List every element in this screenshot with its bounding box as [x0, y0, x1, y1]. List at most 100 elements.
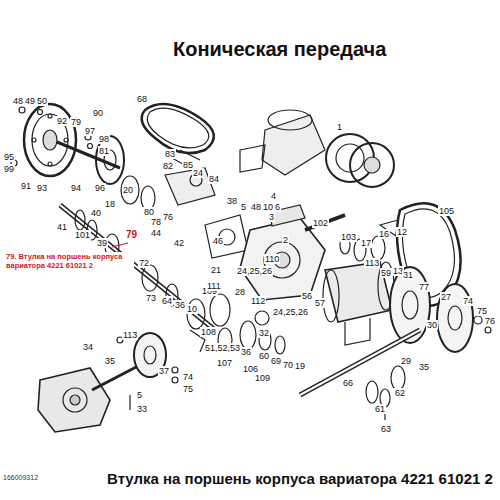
- callout-number: 35: [104, 356, 116, 366]
- callout-number: 37: [158, 366, 170, 376]
- callout-number: 28: [234, 287, 246, 297]
- callout-number: 64: [161, 296, 173, 306]
- callout-number: 10: [186, 304, 198, 314]
- callout-number: 66: [342, 378, 354, 388]
- callout-number: 77: [418, 282, 430, 292]
- callout-number: 97: [84, 126, 96, 136]
- callout-number: 41: [56, 222, 68, 232]
- callout-number: 83: [164, 149, 176, 159]
- callout-number: 84: [208, 174, 220, 184]
- callout-number: 91: [20, 181, 32, 191]
- callout-number: 46: [212, 236, 224, 246]
- catalog-code: 166009312: [3, 474, 38, 481]
- callout-number: 76: [484, 316, 496, 326]
- callout-number: 75: [476, 306, 488, 316]
- callout-number: 92: [56, 116, 68, 126]
- callout-number: 57: [314, 298, 326, 308]
- callout-number: 18: [104, 199, 116, 209]
- callout-number: 60: [258, 351, 270, 361]
- callout-number: 20: [122, 185, 134, 195]
- callout-number: 3: [268, 212, 275, 222]
- callout-number: 107: [216, 358, 233, 368]
- callout-number: 74: [462, 296, 474, 306]
- callout-number: 69: [270, 356, 282, 366]
- callout-number: 48: [250, 202, 262, 212]
- callout-number: 63: [380, 424, 392, 434]
- callout-number: 109: [254, 373, 271, 383]
- callout-number: 30: [426, 320, 438, 330]
- callout-number: 36: [174, 300, 186, 310]
- callout-number: 24,25,26: [236, 266, 273, 276]
- callout-number: 16: [378, 229, 390, 239]
- callout-number: 81: [98, 146, 110, 156]
- callout-number: 113: [122, 330, 138, 340]
- callout-number: 6: [274, 202, 281, 212]
- callout-number: 35: [418, 362, 430, 372]
- callout-number: 36: [240, 347, 252, 357]
- callout-number: 49: [24, 96, 36, 106]
- callout-number: 5: [240, 202, 247, 212]
- callout-number: 74: [182, 372, 194, 382]
- callout-number: 93: [36, 183, 48, 193]
- callout-number: 103: [340, 232, 357, 242]
- callout-number: 94: [70, 183, 82, 193]
- callout-number: 80: [143, 207, 155, 217]
- callout-number: 48: [12, 96, 24, 106]
- diagram-caption: Втулка на поршень корпуса вариатора 4221…: [107, 470, 493, 487]
- callout-number: 2: [282, 235, 289, 245]
- callout-number: 59: [380, 268, 392, 278]
- callout-number: 95: [3, 152, 15, 162]
- callout-number: 112: [250, 296, 266, 306]
- callout-number: 10: [262, 202, 274, 212]
- callout-number: 32: [258, 328, 270, 338]
- callout-number: 111: [206, 281, 222, 291]
- callout-number: 101: [74, 230, 91, 240]
- callout-number: 31: [402, 270, 414, 280]
- callout-note: 79. Втулка на поршень корпуса вариатора …: [6, 252, 134, 270]
- callout-number: 24,25,26: [272, 307, 309, 317]
- callout-number: 27: [440, 292, 452, 302]
- callout-number: 75: [182, 384, 194, 394]
- callout-number: 56: [301, 291, 313, 301]
- callout-number: 96: [94, 183, 106, 193]
- callout-number: 4: [270, 191, 277, 201]
- callout-number: 39: [96, 238, 108, 248]
- callout-number: 102: [312, 218, 329, 228]
- callout-number: 51,52,53: [204, 343, 241, 353]
- callout-number: 42: [173, 238, 185, 248]
- callout-number: 113: [364, 258, 380, 268]
- callout-number: 19: [294, 361, 306, 371]
- callout-number: 99: [3, 164, 15, 174]
- callout-number: 17: [360, 238, 372, 248]
- callout-number: 50: [36, 96, 48, 106]
- callout-number: 24: [192, 168, 204, 178]
- callout-number: 108: [200, 327, 217, 337]
- callout-number: 33: [136, 404, 148, 414]
- callout-number: 76: [162, 212, 174, 222]
- callout-number: 98: [98, 134, 110, 144]
- callout-number: 29: [400, 356, 412, 366]
- callout-number: 34: [82, 342, 94, 352]
- callout-number: 79: [70, 117, 82, 127]
- callout-number: 73: [145, 293, 157, 303]
- callout-number: 68: [136, 94, 148, 104]
- diagram-title: Коническая передача: [173, 38, 386, 61]
- callout-number: 40: [90, 208, 102, 218]
- callout-number: 38: [226, 196, 238, 206]
- callout-number: 21: [210, 265, 222, 275]
- callout-number: 5: [136, 390, 143, 400]
- callout-number: 90: [92, 108, 104, 118]
- callout-number: 12: [396, 227, 408, 237]
- callout-number: 1: [336, 122, 343, 132]
- callout-number: 61: [374, 404, 386, 414]
- callout-number: 70: [282, 360, 294, 370]
- callout-number: 44: [150, 228, 162, 238]
- callout-number: 72: [138, 258, 150, 268]
- callout-number: 78: [150, 217, 162, 227]
- callout-number: 79: [126, 229, 137, 240]
- callout-number: 110: [264, 254, 280, 264]
- callout-number: 105: [438, 206, 455, 216]
- callout-number: 62: [394, 388, 406, 398]
